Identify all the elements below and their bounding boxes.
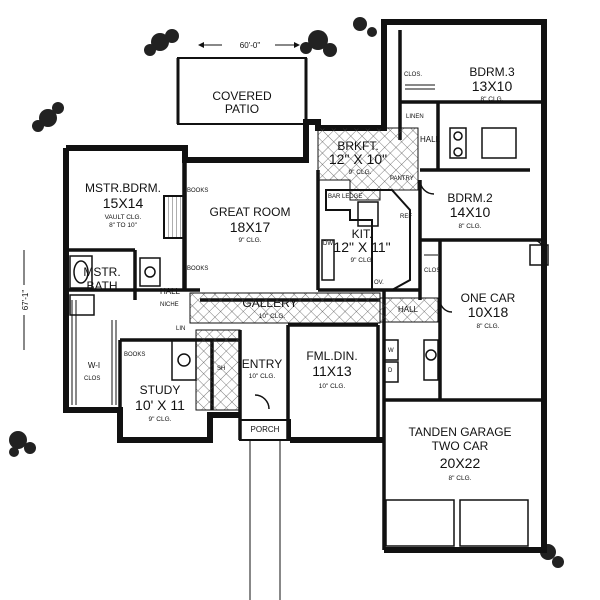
porch xyxy=(239,419,291,441)
gallery-clg: 10" CLG. xyxy=(259,313,286,320)
hall-label-3: HALL xyxy=(160,287,181,296)
garage-size: 20X22 xyxy=(440,455,481,471)
formal-dining-size: 11X13 xyxy=(312,363,352,379)
linen-closet-label: LIN xyxy=(176,326,185,332)
master-bedroom-size: 15X14 xyxy=(103,195,144,211)
walkin-closet-label-2: CLOS xyxy=(84,376,100,382)
hall-label-1: HALL xyxy=(420,135,441,144)
porch-label: PORCH xyxy=(251,425,280,434)
dim-depth: 67'-1" xyxy=(21,290,30,311)
master-bath-label-2: BATH xyxy=(86,279,117,293)
books-label-2: BOOKS xyxy=(187,266,208,272)
gallery-label: GALLERY xyxy=(242,296,297,310)
formal-dining-clg: 10" CLG. xyxy=(319,383,346,390)
landscaping-shrubs xyxy=(9,17,564,568)
patio-label-2: PATIO xyxy=(225,102,259,116)
great-room-size: 18X17 xyxy=(230,219,271,235)
bath-fixtures xyxy=(69,127,517,381)
books-label-1: BOOKS xyxy=(187,188,208,194)
master-bedroom-clg2: 8" TO 10" xyxy=(109,222,138,229)
great-room-label: GREAT ROOM xyxy=(210,205,291,219)
garage-label: TANDEN GARAGE xyxy=(408,425,511,439)
bedroom3-label: BDRM.3 xyxy=(469,65,515,79)
bedroom3-clg: 8" CLG. xyxy=(481,96,504,103)
study-size: 10' X 11 xyxy=(135,397,185,413)
one-car-label: ONE CAR xyxy=(461,291,516,305)
kitchen-counter xyxy=(325,189,411,291)
breakfast-label: BRKFT. xyxy=(337,139,378,153)
exterior-walls xyxy=(63,19,547,553)
door-swings xyxy=(254,179,545,410)
oven-label: OV. xyxy=(374,280,384,286)
ref-label: REF xyxy=(400,214,412,220)
patio-label: COVERED xyxy=(212,89,272,103)
garage-clg: 8" CLG. xyxy=(449,475,472,482)
one-car-size: 10X18 xyxy=(468,304,509,320)
kitchen-label: KIT. xyxy=(352,227,373,241)
linen-label: LINEN xyxy=(406,114,424,120)
breakfast-size: 12" X 10" xyxy=(329,151,387,167)
study-clg: 9" CLG. xyxy=(149,416,172,423)
study-label: STUDY xyxy=(140,383,181,397)
dw-label: DW xyxy=(323,241,333,247)
master-bedroom-label: MSTR.BDRM. xyxy=(85,181,161,195)
breakfast-clg: 9" CLG. xyxy=(349,169,372,176)
washer-label: W xyxy=(388,348,394,354)
closet-shelving xyxy=(71,84,438,405)
fireplace xyxy=(163,195,185,239)
great-room-clg: 9" CLG. xyxy=(239,237,262,244)
bedroom2-size: 14X10 xyxy=(450,204,491,220)
closet-label-2: CLOS. xyxy=(424,268,442,274)
bedroom2-label: BDRM.2 xyxy=(447,191,493,205)
dim-width: 60'-0" xyxy=(240,41,261,50)
kitchen-clg: 9" CLG. xyxy=(351,257,374,264)
garage-label-2: TWO CAR xyxy=(432,439,489,453)
formal-dining-label: FML.DIN. xyxy=(306,349,357,363)
pantry-label: PANTRY xyxy=(390,176,414,182)
shelf-label: SH xyxy=(217,366,225,372)
niche-label: NICHE xyxy=(160,302,179,308)
tile-floors xyxy=(189,127,439,411)
one-car-clg: 8" CLG. xyxy=(477,323,500,330)
hall-label-2: HALL xyxy=(398,305,419,314)
kitchen-size: 12" X 11" xyxy=(333,239,390,255)
master-bath-label: MSTR. xyxy=(83,265,120,279)
bedroom3-size: 13X10 xyxy=(472,78,513,94)
entry-clg: 10" CLG. xyxy=(249,373,276,380)
master-bedroom-clg: VAULT CLG. xyxy=(105,214,142,221)
bar-ledge-label: BAR LEDGE xyxy=(328,194,362,200)
books-label-3: BOOKS xyxy=(124,352,145,358)
dryer-label: D xyxy=(388,368,393,374)
garage-doors xyxy=(385,499,529,547)
closet-label-1: CLOS. xyxy=(404,72,422,78)
walkin-closet-label: W-I xyxy=(88,361,100,370)
bedroom2-clg: 8" CLG. xyxy=(459,223,482,230)
entry-label: ENTRY xyxy=(242,357,282,371)
